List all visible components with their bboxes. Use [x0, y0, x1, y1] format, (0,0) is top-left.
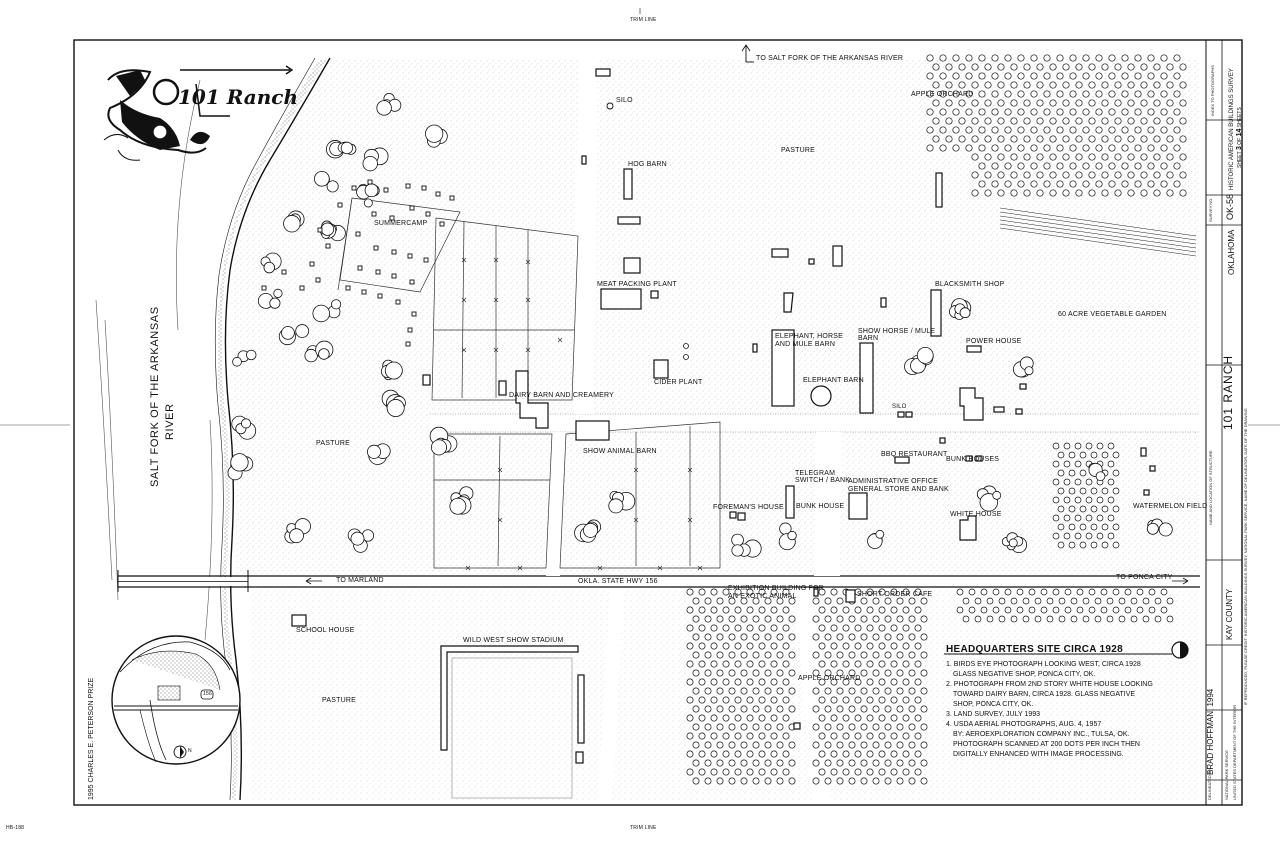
- inset-hwy-num: 156: [203, 691, 212, 697]
- label-silo-mid: SILO: [892, 404, 907, 410]
- label-show-horse-2: BARN: [858, 335, 879, 342]
- label-white-house: WHITE HOUSE: [950, 511, 1002, 518]
- label-school-house: SCHOOL HOUSE: [296, 627, 355, 634]
- land-stipple: [230, 58, 1200, 800]
- label-elephant-horse-barn-1: ELEPHANT, HORSE: [775, 333, 843, 340]
- label-to-salt-fork: TO SALT FORK OF THE ARKANSAS RIVER: [756, 55, 904, 62]
- ranch-logo: [103, 65, 294, 161]
- label-foremans-house: FOREMAN'S HOUSE: [713, 504, 784, 511]
- label-pasture-left: PASTURE: [316, 440, 350, 447]
- label-pasture-top: PASTURE: [781, 147, 815, 154]
- agency: HISTORIC AMERICAN BUILDINGS SURVEY: [1229, 68, 1235, 190]
- label-silo-top: SILO: [616, 97, 633, 104]
- label-elephant-barn: ELEPHANT BARN: [803, 377, 864, 384]
- label-short-order: SHORT ORDER CAFE: [857, 591, 933, 598]
- label-meat-packing: MEAT PACKING PLANT: [597, 281, 677, 288]
- sheet-count: SHEET 3 OF 14 SHEETS: [1236, 107, 1243, 168]
- label-exhibition-1: EXHIBITION BUILDING FOR: [728, 585, 824, 592]
- note-line: 1. BIRDS EYE PHOTOGRAPH LOOKING WEST, CI…: [946, 661, 1141, 668]
- fenced-fields: [337, 197, 721, 569]
- sheet-total: 14: [1236, 128, 1243, 137]
- apple-orchard-top: [926, 54, 1187, 197]
- notes-list: 1. BIRDS EYE PHOTOGRAPH LOOKING WEST, CI…: [946, 660, 1186, 760]
- logo-text: 101 Ranch: [178, 85, 299, 109]
- summercamp-cabins: [261, 179, 455, 347]
- state-name: OKLAHOMA: [1227, 229, 1236, 275]
- north-arrow-top: [741, 44, 751, 62]
- note-line: 3. LAND SURVEY, JULY 1993: [946, 711, 1041, 718]
- note-line: PHOTOGRAPH SCANNED AT 200 DOTS PER INCH …: [953, 741, 1140, 748]
- label-pasture-bottom: PASTURE: [322, 697, 356, 704]
- label-bbq: BBQ RESTAURANT: [881, 451, 948, 458]
- river-label-line2: RIVER: [164, 403, 176, 440]
- locator-inset: [111, 635, 241, 765]
- label-bunk-house: BUNK HOUSE: [796, 503, 845, 510]
- label-blacksmith: BLACKSMITH SHOP: [935, 281, 1005, 288]
- label-cider-plant: CIDER PLANT: [654, 379, 703, 386]
- inset-north: N: [188, 748, 192, 754]
- north-section-symbol: [944, 641, 1189, 659]
- of-word: OF: [1237, 137, 1243, 145]
- label-admin-office: ADMINISTRATIVE OFFICE: [848, 478, 939, 485]
- river-label-line1: SALT FORK OF THE ARKANSAS: [149, 306, 161, 487]
- note-line: 2. PHOTOGRAPH FROM 2ND STORY WHITE HOUSE…: [946, 681, 1153, 688]
- note-line: GLASS NEGATIVE SHOP, PONCA CITY, OK.: [953, 671, 1096, 678]
- label-power-house: POWER HOUSE: [966, 338, 1022, 345]
- label-vegetable-garden: 60 ACRE VEGETABLE GARDEN: [1058, 311, 1167, 318]
- vegetable-garden-rows: [999, 207, 1197, 257]
- county-name: KAY COUNTY: [1225, 588, 1234, 640]
- label-bunk-houses: BUNK HOUSES: [946, 456, 1000, 463]
- label-general-store: GENERAL STORE AND BANK: [848, 486, 949, 493]
- label-telegram-1: TELEGRAM: [795, 470, 836, 477]
- label-show-horse-1: SHOW HORSE / MULE: [858, 328, 936, 335]
- survey-label: SURVEY NO.: [1208, 197, 1213, 222]
- note-line: SHOP, PONCA CITY, OK.: [953, 701, 1034, 708]
- nps-line2: UNITED STATES DEPARTMENT OF THE INTERIOR: [1232, 704, 1237, 800]
- sheet-code: HB-188: [6, 825, 25, 831]
- label-to-ponca: TO PONCA CITY: [1116, 574, 1173, 581]
- apple-orchard-bottom: [686, 588, 928, 785]
- note-line: BY: AEROEXPLORATION COMPANY INC., TULSA,…: [953, 731, 1130, 738]
- sheet-word: SHEET: [1237, 151, 1243, 168]
- credit-note: IF REPRODUCED, PLEASE CREDIT: HISTORIC A…: [1243, 408, 1248, 705]
- label-show-animal-barn: SHOW ANIMAL BARN: [583, 448, 657, 455]
- label-dairy-barn: DAIRY BARN AND CREAMERY: [509, 392, 614, 399]
- note-line: 4. USDA AERIAL PHOTOGRAPHS, AUG. 4, 1957: [946, 721, 1102, 728]
- label-highway: OKLA. STATE HWY 156: [578, 578, 658, 585]
- survey-number: OK-58: [1225, 193, 1235, 220]
- note-line: TOWARD DAIRY BARN, CIRCA 1928. GLASS NEG…: [953, 691, 1136, 698]
- label-apple-orchard-top: APPLE ORCHARD: [911, 91, 974, 98]
- sheet-number: 3: [1236, 146, 1243, 151]
- label-elephant-horse-barn-2: AND MULE BARN: [775, 341, 836, 348]
- label-exhibition-2: AN EXOTIC ANIMAL: [728, 593, 797, 600]
- buildings: [291, 68, 1156, 764]
- structure-label: NAME AND LOCATION OF STRUCTURE: [1208, 450, 1213, 525]
- label-telegram-2: SWITCH / BANK: [795, 477, 851, 484]
- trim-line-top: TRIM LINE: [630, 17, 657, 23]
- ranch-road: [430, 58, 1200, 800]
- sheets-word: SHEETS: [1237, 107, 1243, 128]
- delineator: BRAD HOFFMAN, 1994: [1206, 688, 1215, 775]
- wild-west-stadium: [440, 645, 585, 799]
- trim-line-bottom: TRIM LINE: [630, 825, 657, 831]
- nps-line1: NATIONAL PARK SERVICE: [1224, 750, 1229, 800]
- label-wild-west: WILD WEST SHOW STADIUM: [463, 637, 564, 644]
- prize-text: 1995 CHARLES E. PETERSON PRIZE: [88, 677, 95, 800]
- note-line: DIGITALLY ENHANCED WITH IMAGE PROCESSING…: [953, 751, 1124, 758]
- label-hog-barn: HOG BARN: [628, 161, 667, 168]
- state-highway-156: [117, 570, 1200, 592]
- notes-title: HEADQUARTERS SITE CIRCA 1928: [946, 644, 1123, 655]
- index-label: INDEX TO PHOTOGRAPHS: [1210, 65, 1215, 116]
- label-apple-orchard-bottom: APPLE ORCHARD: [798, 675, 861, 682]
- label-watermelon: WATERMELON FIELD: [1133, 503, 1208, 510]
- label-summercamp: SUMMERCAMP: [374, 220, 428, 227]
- label-to-marland: TO MARLAND: [336, 577, 384, 584]
- orchard-right: [956, 442, 1174, 623]
- structure-name: 101 RANCH: [1221, 354, 1235, 430]
